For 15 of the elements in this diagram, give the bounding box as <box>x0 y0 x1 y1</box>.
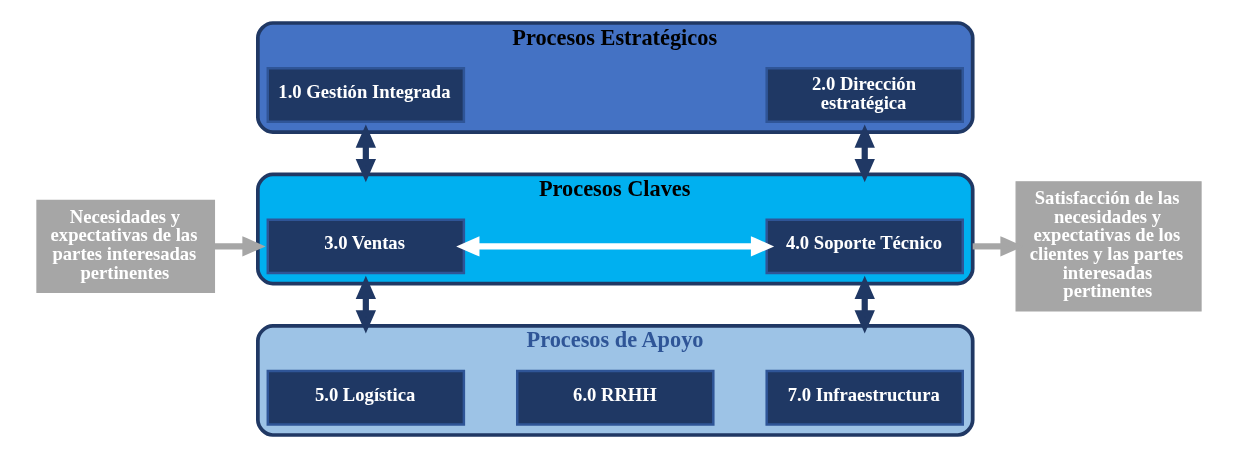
arrow <box>854 124 875 183</box>
node-box: 1.0 Gestión Integrada <box>266 67 465 123</box>
arrow <box>355 124 376 183</box>
node-box: 3.0 Ventas <box>266 218 465 275</box>
arrow <box>854 275 875 334</box>
node-box: Satisfacción de las necesidades y expectativas de los clientes y las partes interesadas pertinentes <box>1015 181 1202 312</box>
node-box: 7.0 Infraestructura <box>764 369 964 426</box>
node-box: Necesidades y expectativas de las partes interesadas pertinentes <box>35 199 215 293</box>
arrow <box>355 275 376 334</box>
arrow <box>455 236 774 257</box>
node-box: 4.0 Soporte Técnico <box>764 218 964 275</box>
node-box: 6.0 RRHH <box>515 369 715 426</box>
node-box: 2.0 Dirección estratégica <box>764 67 964 123</box>
node-box: 5.0 Logística <box>266 369 465 426</box>
arrow <box>214 236 266 257</box>
